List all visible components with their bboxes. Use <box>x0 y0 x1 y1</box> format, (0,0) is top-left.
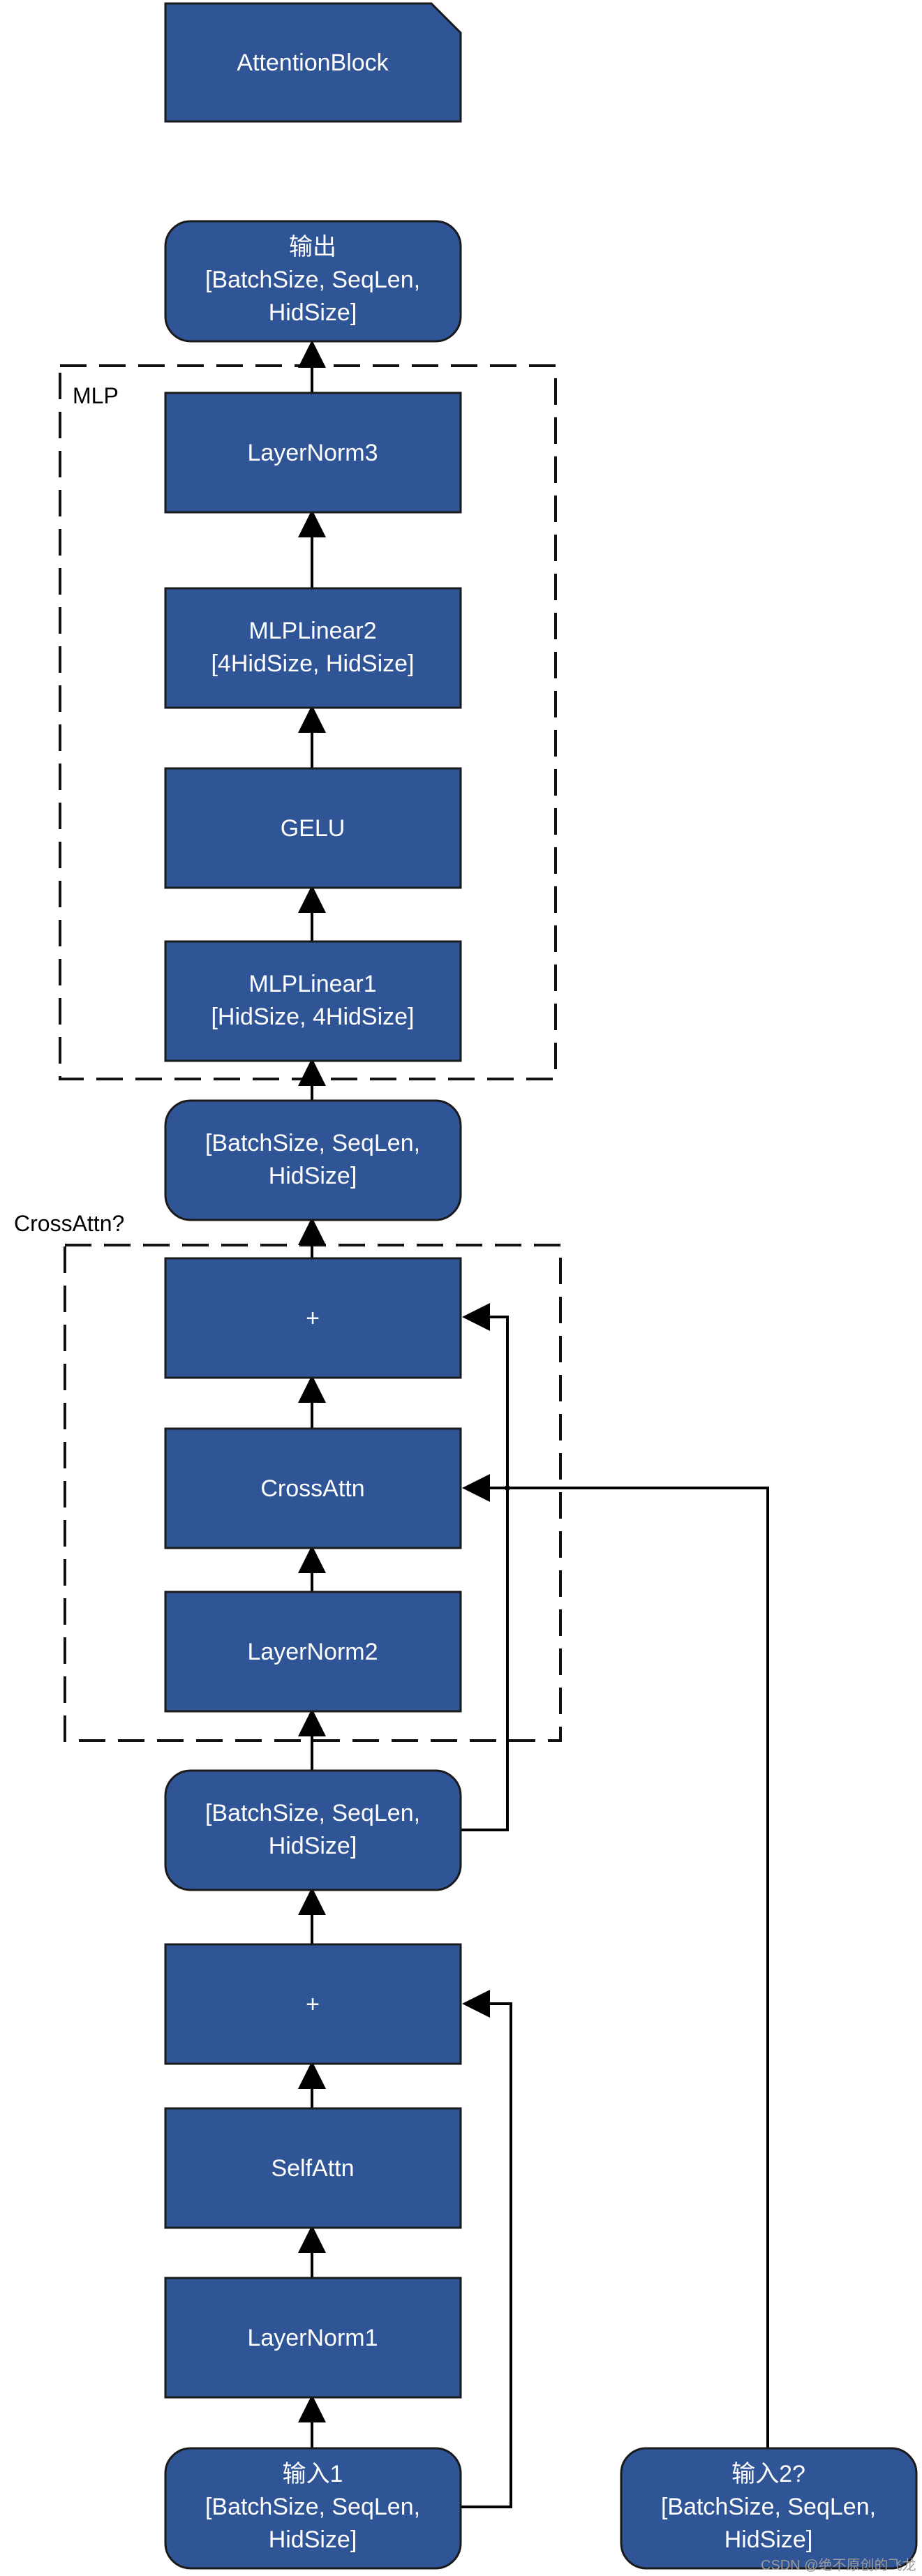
edge-tensor-lower-to-add-residual <box>461 1303 509 1831</box>
input2-shape-line1: [BatchSize, SeqLen, <box>661 2494 876 2520</box>
mlplinear2-shape <box>164 587 462 709</box>
mlplinear2-dims: [4HidSize, HidSize] <box>211 650 414 677</box>
tensor-upper-shape <box>164 1099 462 1221</box>
mlplinear1-node[interactable]: MLPLinear1 [HidSize, 4HidSize] <box>164 940 462 1062</box>
edges <box>298 340 769 2508</box>
mlp-group-label: MLP <box>73 383 119 408</box>
tensor-upper-line2: HidSize] <box>269 1163 357 1189</box>
layernorm2-node[interactable]: LayerNorm2 <box>164 1591 462 1713</box>
edge-crossing-dot <box>505 1485 510 1491</box>
layernorm2-shape <box>164 1591 462 1713</box>
watermark: CSDN @绝不原创的飞龙 <box>761 2557 916 2573</box>
tensor-lower-line1: [BatchSize, SeqLen, <box>205 1800 420 1826</box>
input2-shape <box>620 2447 918 2570</box>
edge-input2-to-crossattn <box>462 1474 769 2448</box>
tensor-upper-node[interactable]: [BatchSize, SeqLen, HidSize] <box>164 1099 462 1221</box>
mlplinear1-shape <box>164 940 462 1062</box>
nodes: AttentionBlock 输出 [BatchSize, SeqLen, Hi… <box>164 2 918 2570</box>
tensor-upper-line1: [BatchSize, SeqLen, <box>205 1130 420 1156</box>
mlplinear1-label: MLPLinear1 <box>248 971 376 997</box>
input1-node[interactable]: 输入1 [BatchSize, SeqLen, HidSize] <box>164 2447 462 2570</box>
attention-block-label: AttentionBlock <box>237 50 389 76</box>
add-self-shape <box>164 1943 462 2065</box>
tensor-lower-node[interactable]: [BatchSize, SeqLen, HidSize] <box>164 1769 462 1891</box>
input1-shape-line1: [BatchSize, SeqLen, <box>205 2494 420 2520</box>
add-cross-node[interactable]: + <box>164 1257 462 1379</box>
output-title: 输出 <box>289 234 336 260</box>
crossattn-node[interactable]: CrossAttn <box>164 1427 462 1549</box>
layernorm2-label: LayerNorm2 <box>247 1639 378 1665</box>
layernorm3-shape <box>164 392 462 514</box>
output-shape-line2: HidSize] <box>269 299 357 326</box>
input2-title: 输入2? <box>731 2461 805 2487</box>
selfattn-label: SelfAttn <box>271 2155 354 2182</box>
input2-shape-line2: HidSize] <box>724 2526 813 2553</box>
output-shape-line1: [BatchSize, SeqLen, <box>205 267 420 293</box>
layernorm1-label: LayerNorm1 <box>247 2325 378 2351</box>
layernorm3-node[interactable]: LayerNorm3 <box>164 392 462 514</box>
selfattn-shape <box>164 2107 462 2229</box>
input1-shape <box>164 2447 462 2570</box>
add-self-node[interactable]: + <box>164 1943 462 2065</box>
output-node[interactable]: 输出 [BatchSize, SeqLen, HidSize] <box>164 220 462 343</box>
tensor-lower-line2: HidSize] <box>269 1833 357 1859</box>
mlplinear2-node[interactable]: MLPLinear2 [4HidSize, HidSize] <box>164 587 462 709</box>
gelu-node[interactable]: GELU <box>164 767 462 889</box>
selfattn-node[interactable]: SelfAttn <box>164 2107 462 2229</box>
input1-shape-line2: HidSize] <box>269 2526 357 2553</box>
input1-title: 输入1 <box>283 2461 343 2487</box>
layernorm1-node[interactable]: LayerNorm1 <box>164 2277 462 2399</box>
layernorm3-label: LayerNorm3 <box>247 440 378 466</box>
attention-block-node[interactable]: AttentionBlock <box>164 2 462 123</box>
mlplinear1-dims: [HidSize, 4HidSize] <box>211 1004 414 1030</box>
gelu-label: GELU <box>281 815 345 842</box>
crossattn-shape <box>164 1427 462 1549</box>
add-cross-label: + <box>306 1305 320 1332</box>
crossattn-group-label: CrossAttn? <box>14 1211 124 1236</box>
mlplinear2-label: MLPLinear2 <box>248 618 376 644</box>
crossattn-label: CrossAttn <box>260 1475 364 1502</box>
tensor-lower-shape <box>164 1769 462 1891</box>
output-shape <box>164 220 462 343</box>
attention-block-shape <box>164 2 462 123</box>
add-cross-shape <box>164 1257 462 1379</box>
edge-input1-to-add-residual <box>461 1990 512 2508</box>
input2-node[interactable]: 输入2? [BatchSize, SeqLen, HidSize] <box>620 2447 918 2570</box>
add-self-label: + <box>306 1991 320 2018</box>
layernorm1-shape <box>164 2277 462 2399</box>
gelu-shape <box>164 767 462 889</box>
